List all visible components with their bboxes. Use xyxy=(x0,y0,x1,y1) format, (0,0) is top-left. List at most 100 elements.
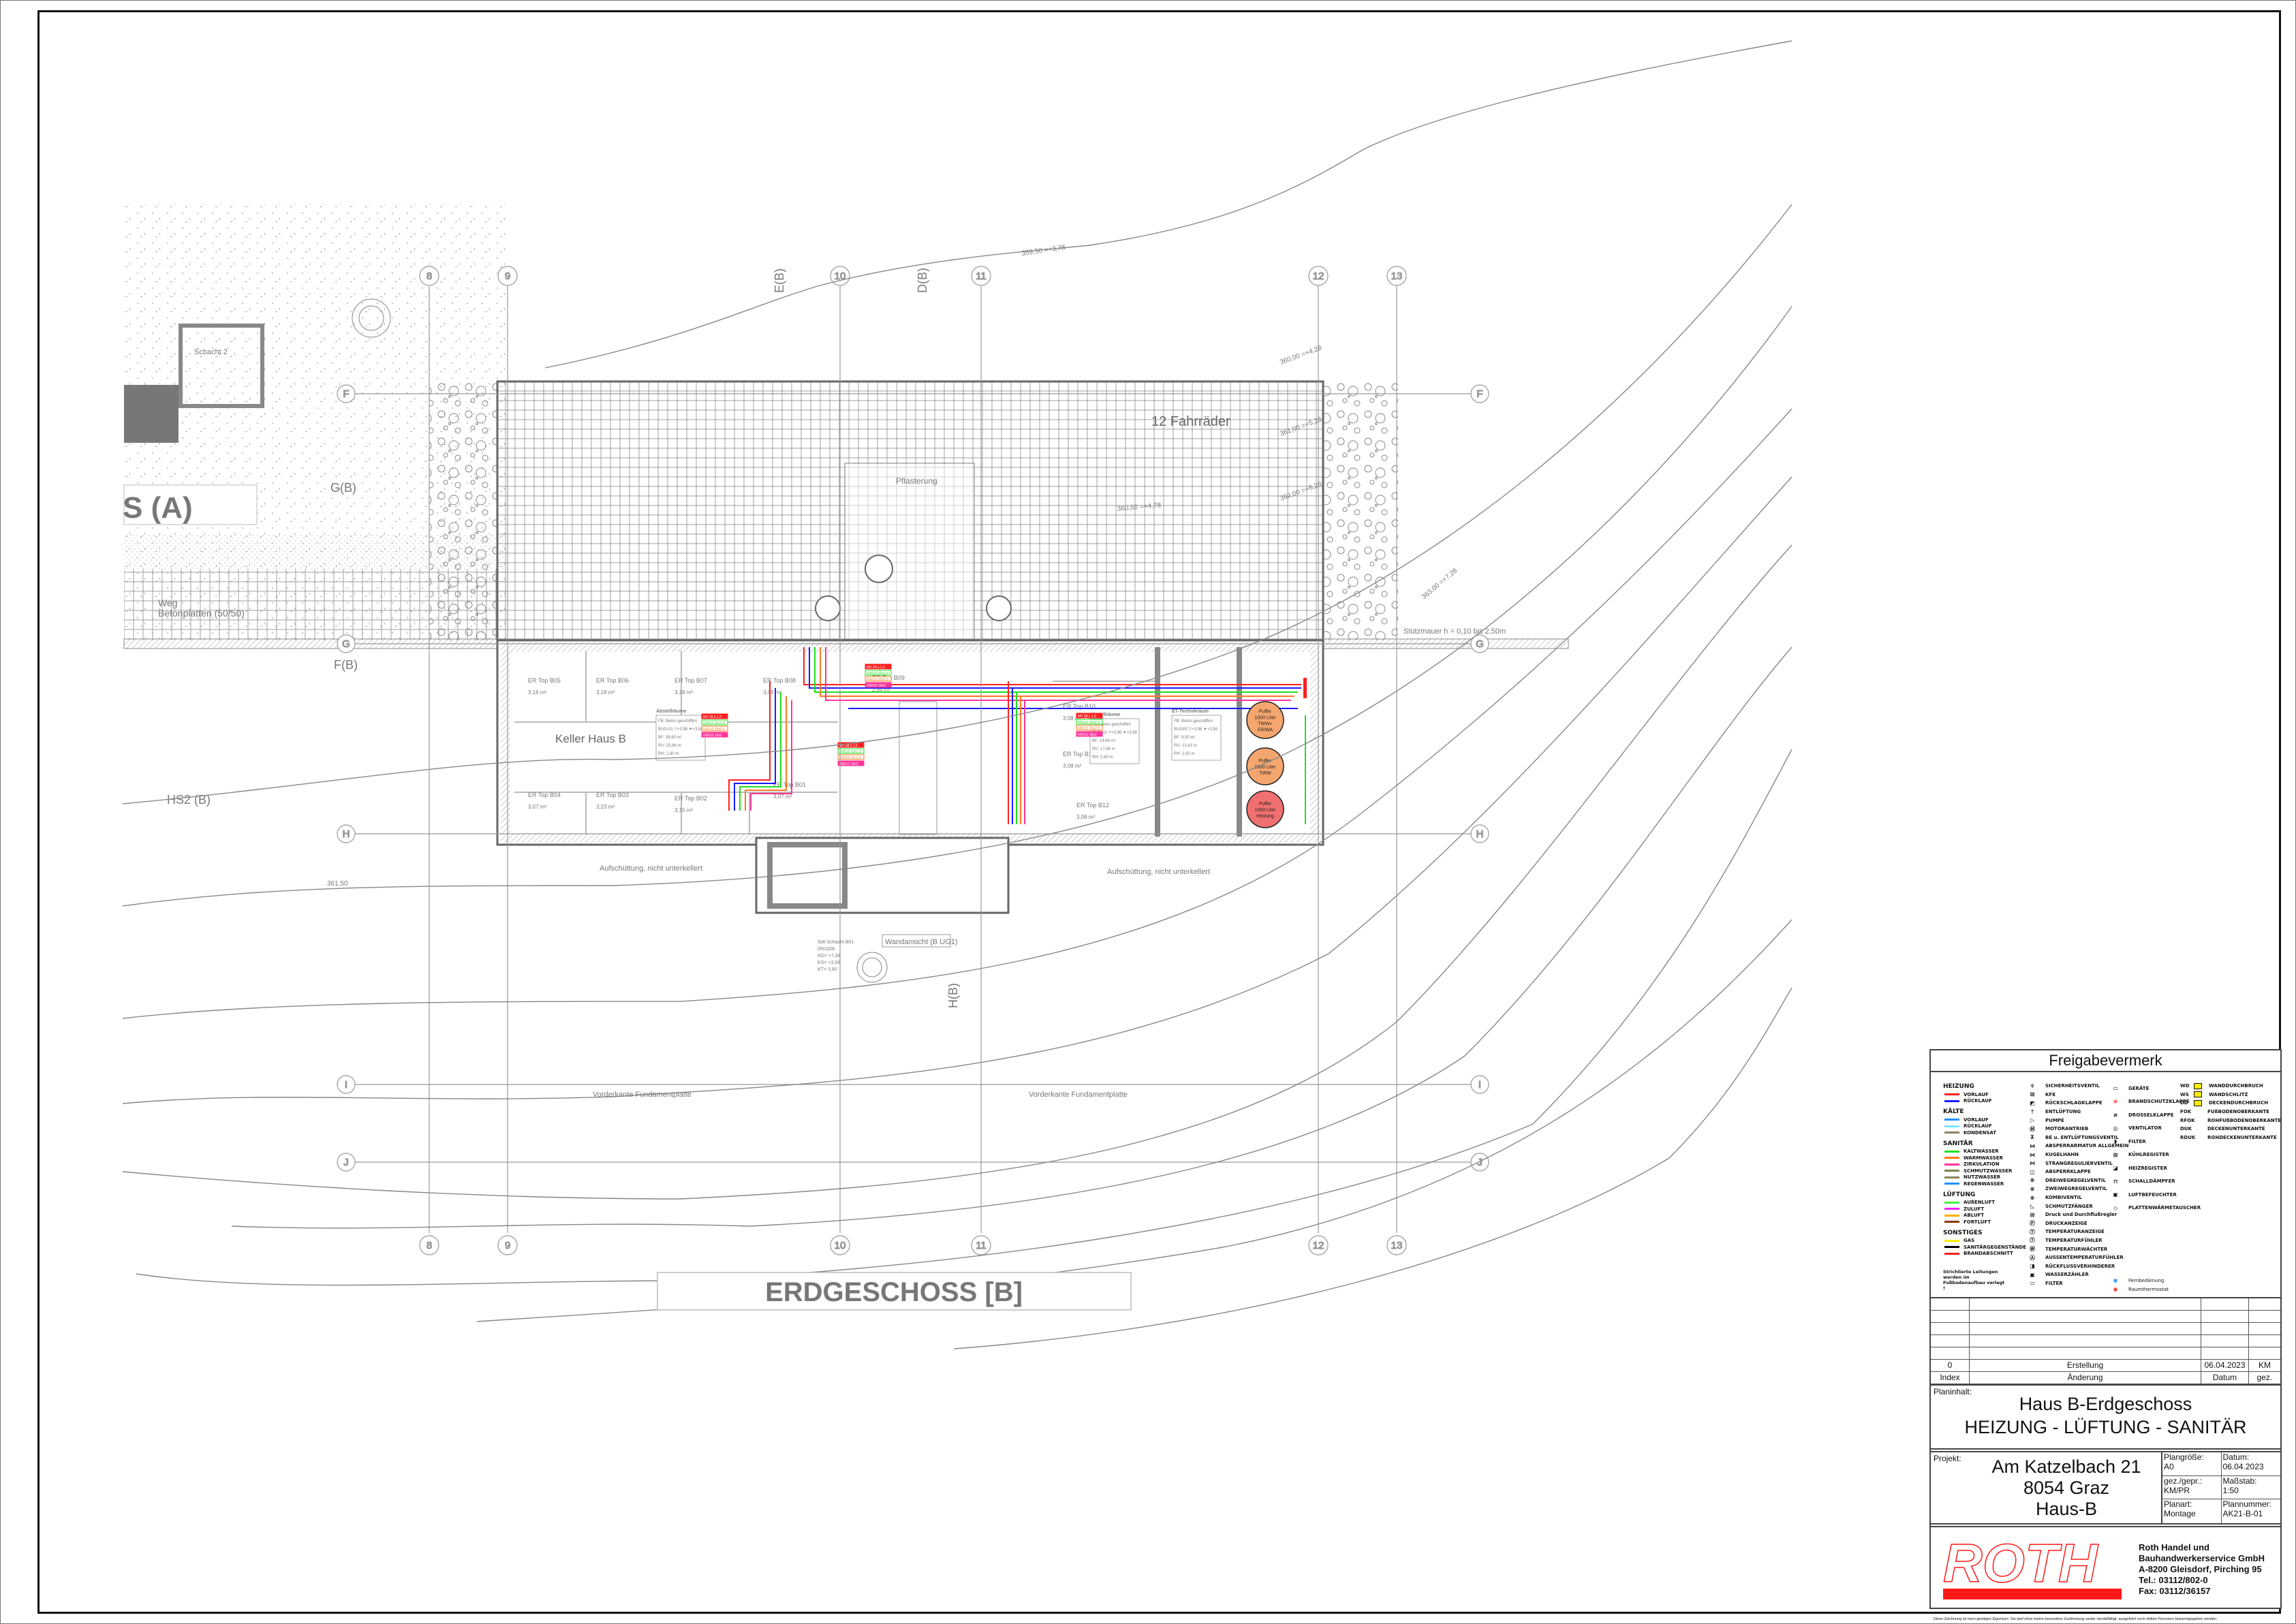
revision-author xyxy=(2249,1298,2280,1310)
legend-line-label: AUßENLUFT xyxy=(1964,1200,1996,1206)
buffer-tank-label: Heizung xyxy=(1256,814,1274,819)
legend-line-item: KONDENSAT xyxy=(1943,1129,2026,1136)
legend-symbol-label: FILTER xyxy=(2045,1280,2063,1286)
legend-symbol-item: ◉Fernbedienung xyxy=(2109,1276,2201,1285)
legend-line-swatch xyxy=(1944,1246,1959,1249)
section-mark-f: F(B) xyxy=(334,658,358,672)
legend-symbol-item: ⇡ENTLÜFTUNG xyxy=(2026,1108,2129,1116)
grid-axis-bubble xyxy=(1470,824,1489,843)
grid-axis-bubble xyxy=(971,266,991,286)
legend-line-swatch xyxy=(1944,1150,1959,1153)
legend-abbrev-code: DD xyxy=(2180,1100,2188,1106)
grid-axis-label: H xyxy=(1476,828,1484,840)
grid-axis-bubble xyxy=(1308,266,1329,286)
storage-room-area: 2,94 m² xyxy=(872,687,890,693)
section-mark-hs2: HS2 (B) xyxy=(167,793,211,807)
legend-symbol-item: ◺SCHMUTZFÄNGER xyxy=(2026,1202,2129,1211)
legend-symbol-item: ⋈KUGELHAHN xyxy=(2026,1151,2129,1159)
grid-axis-bubble xyxy=(337,1075,356,1094)
legend-symbol-item: ▷PUMPE xyxy=(2026,1116,2129,1125)
legend-line-label: RÜCKLAUF xyxy=(1964,1098,1992,1104)
storage-room-area: 3,08 m² xyxy=(1063,715,1081,721)
legend-symbol-label: SCHMUTZFÄNGER xyxy=(2045,1203,2093,1209)
storage-room-area: 3,07 m² xyxy=(528,804,546,810)
legend-line-swatch xyxy=(1944,1163,1959,1166)
plan-content-label: Planinhalt: xyxy=(1934,1387,1972,1396)
revision-row xyxy=(1931,1347,2280,1360)
legend-line-item: GAS xyxy=(1943,1238,2026,1245)
legend-abbrev-code: RDUK xyxy=(2180,1134,2196,1140)
legend-line-item: BRANDABSCHNITT xyxy=(1943,1251,2026,1258)
legend-symbol-icon: ⧄ xyxy=(2113,1098,2117,1105)
legend-symbol-icon: ⋈ xyxy=(2030,1160,2035,1167)
project-house: Haus-B xyxy=(2035,1499,2098,1519)
grid-axis-bubble xyxy=(971,1235,991,1255)
grid-axis-label: 8 xyxy=(426,1240,432,1251)
section-mark-g: G(B) xyxy=(330,481,356,495)
company-address-line: A-8200 Gleisdorf, Pirching 95 xyxy=(2139,1564,2262,1574)
legend-symbol-label: VENTILATOR xyxy=(2128,1125,2162,1131)
legend-symbol-item: ◎VENTILATOR xyxy=(2109,1122,2201,1136)
project-field: gez./gepr.:KM/PR xyxy=(2162,1475,2222,1500)
legend-symbol-label: KFE xyxy=(2045,1091,2055,1097)
project-field: Maßstab:1:50 xyxy=(2221,1476,2280,1500)
legend-line-swatch xyxy=(1944,1093,1959,1096)
project-city: 8054 Graz xyxy=(2023,1478,2110,1498)
fill-label-left: Aufschüttung, nicht unterkellert xyxy=(600,864,702,873)
plan-content-title: Haus B-Erdgeschoss xyxy=(2019,1394,2192,1414)
legend-symbol-label: TEMPERATURFÜHLER xyxy=(2045,1237,2103,1243)
legend-abbrev-marker xyxy=(2194,1082,2202,1089)
legend-line-item: AUßENLUFT xyxy=(1943,1200,2026,1206)
room-table-bf: BF: 38,60 m² xyxy=(658,736,682,740)
storage-room-name: ER Top B02 xyxy=(674,795,707,802)
project-field-label: Plannummer: xyxy=(2222,1499,2271,1510)
buffer-tank-label: Puffer xyxy=(1259,802,1272,807)
neighbor-house-title: S (A) xyxy=(123,491,193,525)
legend-line-label: VORLAUF xyxy=(1964,1091,1989,1097)
room-table-floor: FB: Beton geschliffen xyxy=(658,719,697,723)
legend-symbol-item: ⊗ZWEIWEGREGELVENTIL xyxy=(2026,1185,2129,1193)
room-table-code: BUG03 ▽+3,98 ▼+3,98 xyxy=(1174,728,1218,732)
grid-axis-bubble xyxy=(1386,266,1407,286)
pipe-dimension-label: KM110 32x2,9 xyxy=(837,748,865,754)
legend-abbrev-label: DECKENUNTERKANTE xyxy=(2207,1126,2265,1132)
revision-index xyxy=(1931,1347,1970,1359)
revision-author xyxy=(2249,1311,2280,1322)
grid-axis-label: 13 xyxy=(1391,270,1403,282)
legend-symbol-label: FILTER xyxy=(2128,1138,2146,1144)
legend-symbol-icon: Ⓣ xyxy=(2030,1228,2035,1235)
project-field-value: AK21-B-01 xyxy=(2222,1509,2263,1519)
shaft-info-line: KT= 3,80 xyxy=(818,967,837,972)
pipe-dimension-label: KM110 32x2,9 xyxy=(701,719,728,725)
company-address-line: Bauhandwerkerservice GmbH xyxy=(2139,1553,2265,1563)
legend-line-swatch xyxy=(1944,1239,1959,1242)
revision-change: Erstellung xyxy=(1970,1360,2201,1371)
project-field-value: 06.04.2023 xyxy=(2222,1462,2264,1471)
legend-line-swatch xyxy=(1944,1170,1959,1172)
legend-symbol-item: ⋈ABSPERRARMATUR ALLGEMEIN xyxy=(2026,1142,2129,1151)
project-field-value: 1:50 xyxy=(2222,1485,2239,1495)
storage-room-area: 3,08 m² xyxy=(1076,814,1095,820)
revision-date: 06.04.2023 xyxy=(2201,1360,2249,1371)
project-field-label: Datum: xyxy=(2222,1452,2250,1462)
legend-symbol-label: DRUCKANZEIGE xyxy=(2045,1220,2088,1226)
grid-axis-label: J xyxy=(343,1157,349,1168)
room-table-floor: FB: Beton geschliffen xyxy=(1092,723,1131,727)
partitions xyxy=(514,651,1155,834)
storage-room-name: ER Top B01 xyxy=(773,781,806,788)
floor-title: ERDGESCHOSS [B] xyxy=(765,1277,1023,1307)
legend-abbrev-marker xyxy=(2194,1118,2201,1123)
revision-change xyxy=(1970,1335,2201,1347)
legend-line-item: RÜCKLAUF xyxy=(1943,1123,2026,1130)
retaining-wall-label: Stützmauer h = 0,10 bis 2,50m xyxy=(1403,627,1506,636)
legend-line-item: RÜCKLAUF xyxy=(1943,1098,2026,1105)
legend-symbol-label: SCHALLDÄMPFER xyxy=(2128,1178,2175,1185)
